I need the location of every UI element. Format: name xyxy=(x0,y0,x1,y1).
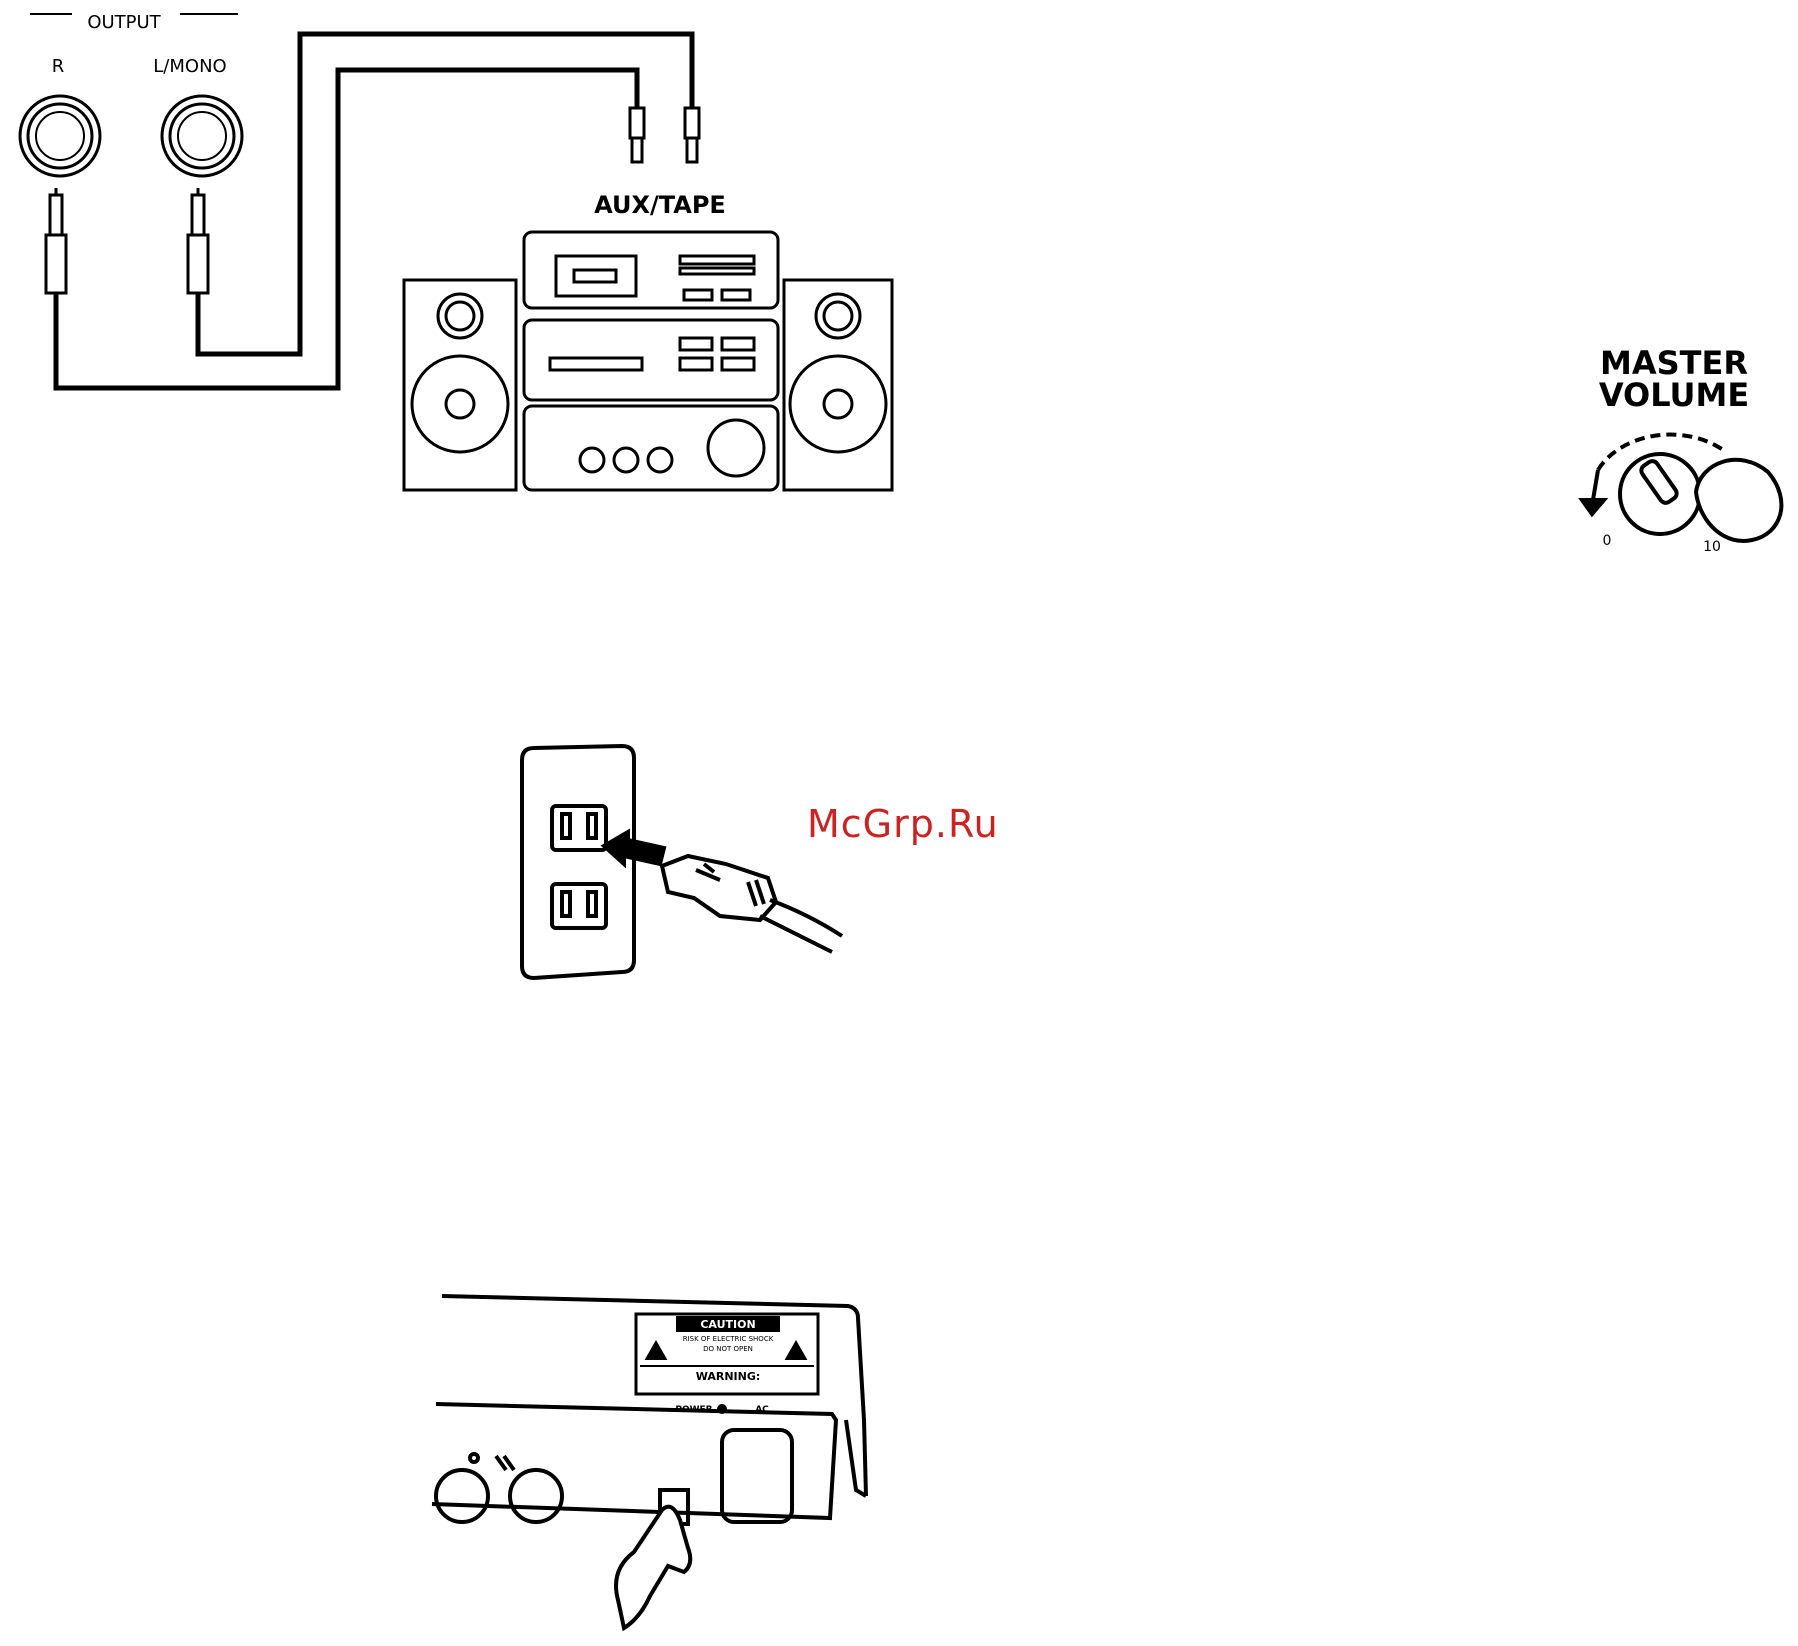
stereo-system xyxy=(404,232,892,490)
wall-outlet-diagram xyxy=(522,746,842,978)
watermark-text: McGrp.Ru xyxy=(807,802,999,846)
aux-tape-label: AUX/TAPE xyxy=(594,191,726,219)
caution-title: CAUTION xyxy=(700,1318,755,1331)
pressing-finger xyxy=(616,1507,690,1628)
warning-title: WARNING: xyxy=(696,1370,761,1383)
volume-scale-min: 0 xyxy=(1603,533,1612,549)
phone-plug-r xyxy=(46,188,66,293)
output-connection-diagram: OUTPUT R L/MONO xyxy=(20,12,892,490)
volume-knob xyxy=(1582,435,1781,541)
volume-scale-max: 10 xyxy=(1703,539,1721,555)
phone-plug-l-mono xyxy=(188,188,208,293)
ac-label: AC xyxy=(755,1405,769,1415)
jack-r-label: R xyxy=(52,56,65,77)
caution-line2: DO NOT OPEN xyxy=(703,1345,753,1353)
jack-l-mono-label: L/MONO xyxy=(153,56,226,77)
caution-line1: RISK OF ELECTRIC SHOCK xyxy=(683,1335,774,1343)
jack-l-mono-socket xyxy=(162,96,242,176)
ac-inlet xyxy=(722,1430,792,1522)
jack-r-socket xyxy=(20,96,100,176)
power-label: POWER xyxy=(675,1405,712,1415)
rca-plug-right xyxy=(685,108,699,162)
wall-plate xyxy=(522,746,634,978)
power-cord xyxy=(770,900,842,936)
master-volume-diagram: MASTER VOLUME 0 10 xyxy=(1582,344,1781,555)
output-group-label: OUTPUT xyxy=(87,12,161,33)
master-volume-title-line2: VOLUME xyxy=(1599,376,1749,414)
power-switch-diagram xyxy=(432,1296,866,1628)
cable-r xyxy=(56,70,637,388)
rca-plug-left xyxy=(630,108,644,162)
